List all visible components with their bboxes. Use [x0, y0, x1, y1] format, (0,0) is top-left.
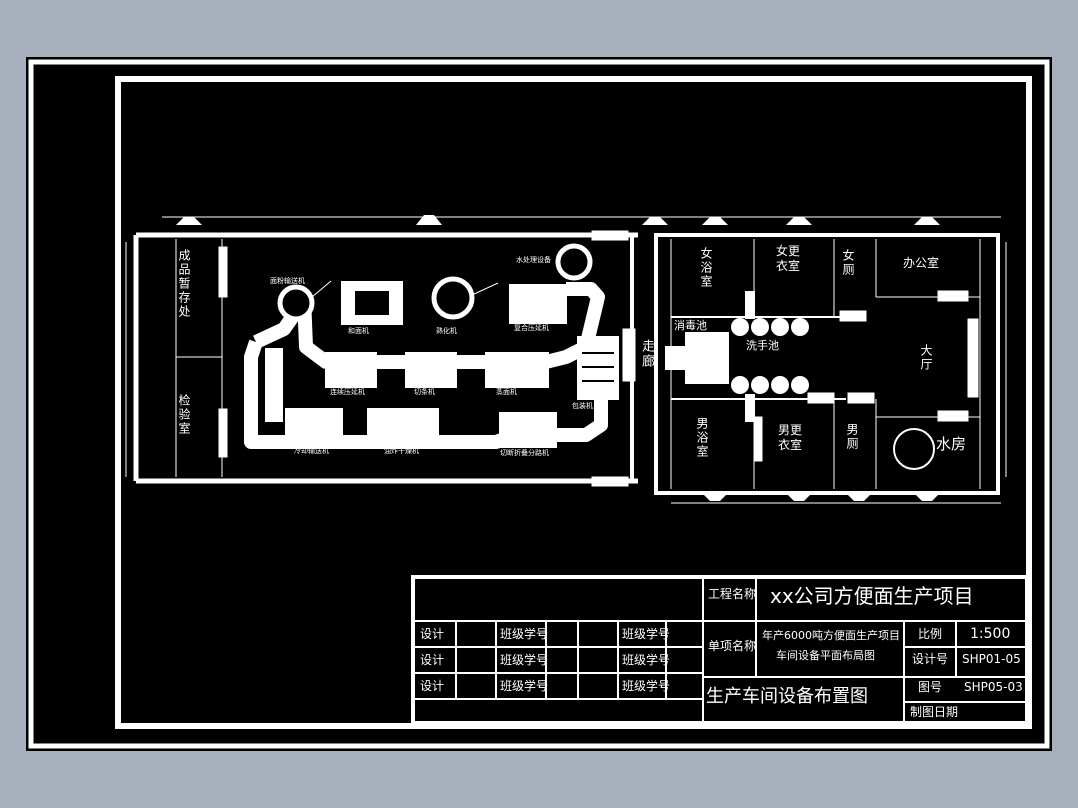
unit-name-line2: 车间设备平面布局图 — [776, 649, 875, 662]
class-id-cell: 班级学号 — [622, 653, 671, 667]
machine-label: 包装机 — [572, 402, 593, 410]
unit-name-label: 单项名称 — [708, 639, 757, 653]
machine-label: 熟化机 — [436, 327, 457, 335]
scale-label: 比例 — [918, 627, 943, 641]
class-id-cell: 班级学号 — [500, 627, 549, 641]
machine-label: 水处理设备 — [516, 256, 551, 264]
scale-value: 1:500 — [970, 626, 1011, 642]
machine-label: 油炸干燥机 — [384, 447, 419, 455]
machine-label: 冷却输送机 — [294, 447, 329, 455]
class-id-cell: 班级学号 — [500, 653, 549, 667]
class-id-cell: 班级学号 — [622, 627, 671, 641]
design-cell: 设计 — [420, 653, 445, 667]
room-corridor-label: 走廊 — [639, 339, 654, 369]
machine-label: 复合压延机 — [514, 324, 549, 332]
drawing-title: 生产车间设备布置图 — [706, 686, 868, 707]
column-markers — [176, 215, 940, 501]
design-cell: 设计 — [420, 679, 445, 693]
room-female-locker-label: 女更衣室 — [776, 244, 801, 273]
room-inspection-label: 检验室 — [177, 394, 191, 436]
machine-label: 切断折叠分路机 — [500, 449, 549, 457]
project-name-label: 工程名称 — [708, 587, 757, 601]
machine-label: 冷却机 — [268, 355, 276, 376]
outer-frame — [28, 59, 1050, 749]
room-disinfect-pool-label: 消毒池 — [674, 319, 707, 332]
dimension-lines — [125, 216, 1007, 504]
class-id-cell: 班级学号 — [622, 679, 671, 693]
unit-name-line1: 年产6000吨方便面生产项目 — [762, 629, 900, 642]
wash-equipment — [665, 291, 935, 470]
machine-label: 切条机 — [414, 388, 435, 396]
inner-frame — [115, 76, 1032, 729]
design-cell: 设计 — [420, 627, 445, 641]
title-block-grid — [411, 575, 1029, 725]
machine-label: 和面机 — [348, 327, 369, 335]
service-block-walls — [654, 233, 1000, 495]
drawing-no-label: 图号 — [918, 680, 943, 694]
machines — [265, 243, 619, 448]
class-id-cell: 班级学号 — [500, 679, 549, 693]
machine-label: 面粉输送机 — [270, 277, 305, 285]
room-male-bath-label: 男浴室 — [695, 417, 709, 459]
room-male-locker-label: 男更衣室 — [778, 423, 803, 452]
design-no-label: 设计号 — [912, 652, 949, 666]
production-hall-walls — [133, 230, 638, 487]
room-water-room-label: 水房 — [936, 435, 967, 453]
machine-label: 连续压延机 — [330, 388, 365, 396]
design-no-value: SHP01-05 — [962, 652, 1021, 666]
corridor-door — [622, 328, 636, 382]
floor-plan-drawing — [28, 59, 1050, 749]
room-foot-wash-label: 洗手池 — [746, 339, 779, 352]
room-storage-label: 成品暂存处 — [177, 249, 191, 319]
room-hall-label: 大厅 — [919, 344, 933, 372]
room-male-toilet-label: 男厕 — [845, 423, 859, 451]
room-female-toilet-label: 女厕 — [841, 249, 855, 277]
machine-label: 蒸面机 — [496, 388, 517, 396]
drawing-sheet: 成品暂存处 检验室 走廊 女浴室 女更衣室 女厕 办公室 消毒池 洗手池 大厅 … — [26, 57, 1052, 751]
project-name: xx公司方便面生产项目 — [770, 584, 974, 608]
drawing-no-value: SHP05-03 — [964, 680, 1023, 694]
room-female-bath-label: 女浴室 — [699, 247, 713, 289]
room-office-label: 办公室 — [903, 256, 940, 270]
date-label: 制图日期 — [910, 705, 959, 719]
